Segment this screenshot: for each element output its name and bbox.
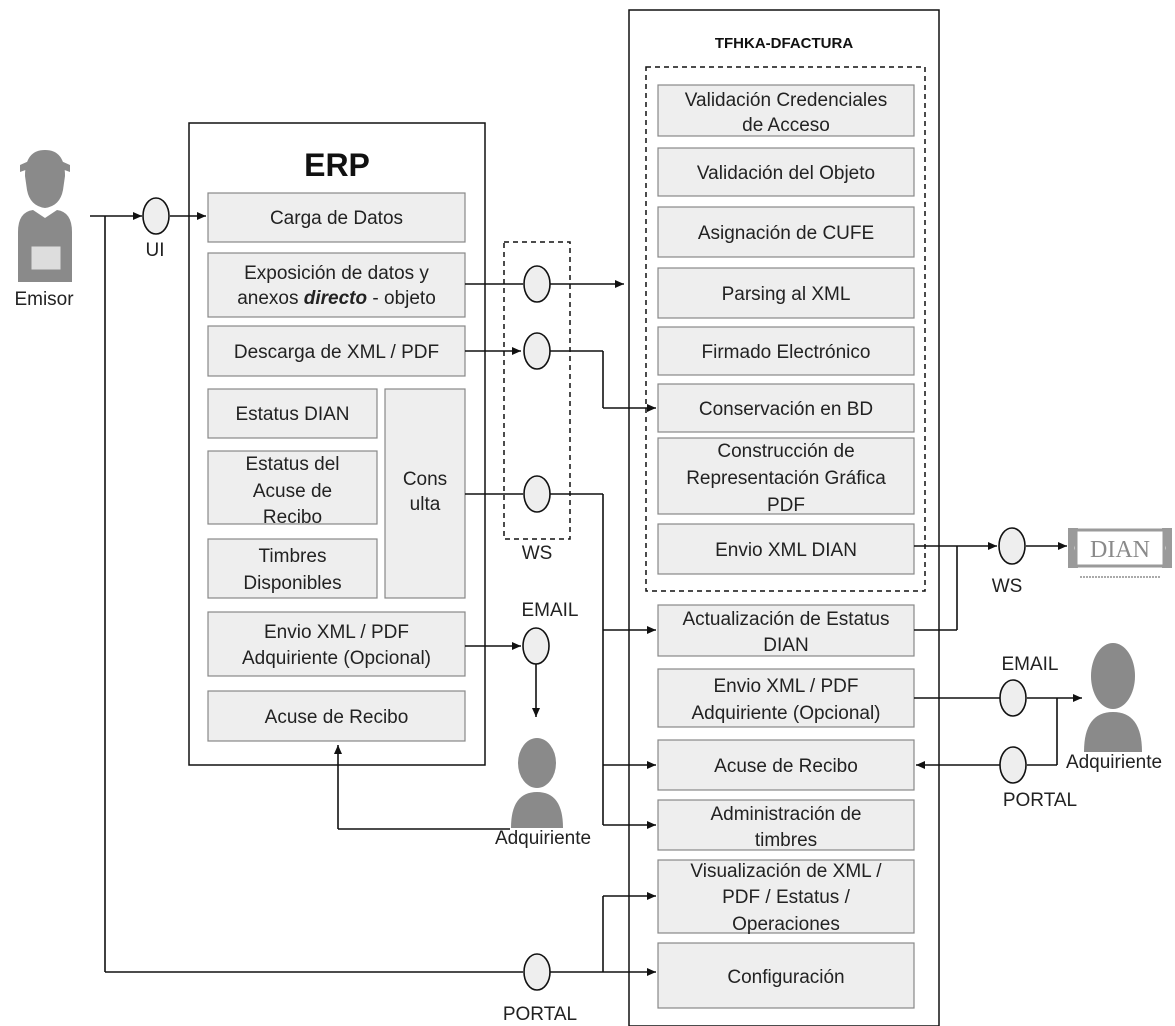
email-left-label: EMAIL: [521, 600, 578, 621]
svg-text:Adquiriente (Opcional): Adquiriente (Opcional): [691, 703, 880, 724]
svg-text:Administración de: Administración de: [710, 804, 861, 825]
tfhka-title: TFHKA-DFACTURA: [715, 35, 853, 52]
emisor-label: Emisor: [14, 289, 74, 310]
svg-text:Actualización de Estatus: Actualización de Estatus: [682, 609, 889, 630]
svg-text:DIAN: DIAN: [763, 635, 808, 656]
erp-estatus-dian: Estatus DIAN: [207, 388, 378, 439]
tfhka-container: [628, 9, 940, 1026]
email-node-right: [999, 679, 1027, 717]
svg-text:PDF: PDF: [767, 495, 805, 516]
svg-text:Asignación de CUFE: Asignación de CUFE: [698, 223, 874, 244]
tfhka-validacion-credenciales: Validación Credenciales de Acceso: [657, 84, 915, 137]
ws-node-descarga: [523, 332, 551, 370]
svg-text:ulta: ulta: [410, 494, 441, 515]
svg-text:Conservación en BD: Conservación en BD: [699, 399, 873, 420]
tfhka-acuse-recibo: Acuse de Recibo: [657, 739, 915, 791]
adquiriente-right-person-icon: [1084, 643, 1142, 752]
emisor-person-icon: [18, 150, 72, 282]
svg-text:DIAN: DIAN: [1090, 537, 1150, 563]
svg-text:Parsing al XML: Parsing al XML: [722, 284, 851, 305]
svg-text:Construcción de: Construcción de: [717, 441, 854, 462]
adquiriente-left-label: Adquiriente: [495, 828, 591, 849]
svg-text:Estatus DIAN: Estatus DIAN: [235, 404, 349, 425]
svg-text:Acuse de Recibo: Acuse de Recibo: [265, 707, 409, 728]
ws-right-label: WS: [992, 576, 1023, 597]
erp-envio-xml-pdf: Envio XML / PDF Adquiriente (Opcional): [207, 611, 466, 677]
portal-node-right: [999, 746, 1027, 784]
dian-logo: DIAN: [1068, 528, 1172, 578]
email-right-label: EMAIL: [1001, 654, 1058, 675]
svg-text:Firmado Electrónico: Firmado Electrónico: [702, 342, 871, 363]
tfhka-firmado-electronico: Firmado Electrónico: [657, 326, 915, 376]
svg-text:Envio XML DIAN: Envio XML DIAN: [715, 540, 857, 561]
svg-text:Validación del Objeto: Validación del Objeto: [697, 163, 875, 184]
tfhka-actualizacion-estatus: Actualización de Estatus DIAN: [657, 604, 915, 657]
svg-text:Timbres: Timbres: [259, 546, 327, 567]
ws-group: [503, 241, 571, 540]
adquiriente-left-person-icon: [511, 738, 563, 828]
connectors: [90, 212, 1082, 976]
svg-text:Acuse de Recibo: Acuse de Recibo: [714, 756, 858, 777]
tfhka-validacion-objeto: Validación del Objeto: [657, 147, 915, 197]
tfhka-conservacion-bd: Conservación en BD: [657, 383, 915, 433]
tfhka-construccion-pdf: Construcción de Representación Gráfica P…: [657, 437, 915, 516]
svg-text:Acuse de: Acuse de: [253, 481, 332, 502]
svg-text:Adquiriente (Opcional): Adquiriente (Opcional): [242, 648, 431, 669]
tfhka-configuracion: Configuración: [657, 942, 915, 1009]
erp-carga-datos: Carga de Datos: [207, 192, 466, 243]
ws-node-exposicion: [523, 265, 551, 303]
tfhka-envio-xml-dian: Envio XML DIAN: [657, 523, 915, 575]
erp-descarga-xml-pdf: Descarga de XML / PDF: [207, 325, 466, 377]
tfhka-visualizacion: Visualización de XML / PDF / Estatus / O…: [657, 859, 915, 935]
erp-timbres-disponibles: Timbres Disponibles: [207, 538, 378, 599]
tfhka-administracion-timbres: Administración de timbres: [657, 799, 915, 851]
svg-text:Cons: Cons: [403, 469, 447, 490]
svg-text:Visualización de XML /: Visualización de XML /: [690, 861, 882, 882]
svg-text:Recibo: Recibo: [263, 507, 322, 528]
svg-text:Operaciones: Operaciones: [732, 914, 840, 935]
tfhka-parsing-xml: Parsing al XML: [657, 267, 915, 319]
tfhka-envio-xml-pdf: Envio XML / PDF Adquiriente (Opcional): [657, 668, 915, 728]
svg-text:Disponibles: Disponibles: [243, 573, 341, 594]
ws-node-dian: [998, 527, 1026, 565]
email-node-left: [522, 627, 550, 665]
svg-text:Representación Gráfica: Representación Gráfica: [686, 468, 886, 489]
erp-acuse-recibo: Acuse de Recibo: [207, 690, 466, 742]
svg-text:timbres: timbres: [755, 830, 817, 851]
svg-text:Exposición de datos y: Exposición de datos y: [244, 263, 429, 284]
tfhka-asignacion-cufe: Asignación de CUFE: [657, 206, 915, 258]
ws-node-consulta: [523, 475, 551, 513]
interface-nodes: [142, 197, 1027, 991]
erp-container: [188, 122, 486, 766]
svg-text:Descarga de XML / PDF: Descarga de XML / PDF: [234, 342, 439, 363]
ui-label: UI: [146, 240, 165, 261]
svg-text:de Acceso: de Acceso: [742, 115, 830, 136]
ui-node: [142, 197, 170, 235]
portal-node-bottom: [523, 953, 551, 991]
svg-text:Envio XML / PDF: Envio XML / PDF: [264, 622, 409, 643]
erp-exposicion-datos: Exposición de datos y anexos directo - o…: [207, 252, 466, 318]
svg-text:Estatus del: Estatus del: [246, 454, 340, 475]
portal-right-label: PORTAL: [1003, 790, 1077, 811]
erp-title: ERP: [304, 147, 370, 183]
svg-text:Configuración: Configuración: [727, 967, 844, 988]
svg-text:Envio XML / PDF: Envio XML / PDF: [713, 676, 858, 697]
exposicion-line2: anexos directo - objeto: [237, 288, 436, 309]
portal-bottom-label: PORTAL: [503, 1004, 577, 1025]
ws-left-label: WS: [522, 543, 553, 564]
adquiriente-right-label: Adquiriente: [1066, 752, 1162, 773]
tfhka-core-group: [645, 66, 926, 592]
svg-text:Carga de Datos: Carga de Datos: [270, 208, 403, 229]
erp-consulta: Cons ulta: [384, 388, 466, 599]
erp-estatus-acuse: Estatus del Acuse de Recibo: [207, 450, 378, 528]
svg-text:PDF / Estatus /: PDF / Estatus /: [722, 887, 850, 908]
svg-text:Validación Credenciales: Validación Credenciales: [685, 90, 887, 111]
